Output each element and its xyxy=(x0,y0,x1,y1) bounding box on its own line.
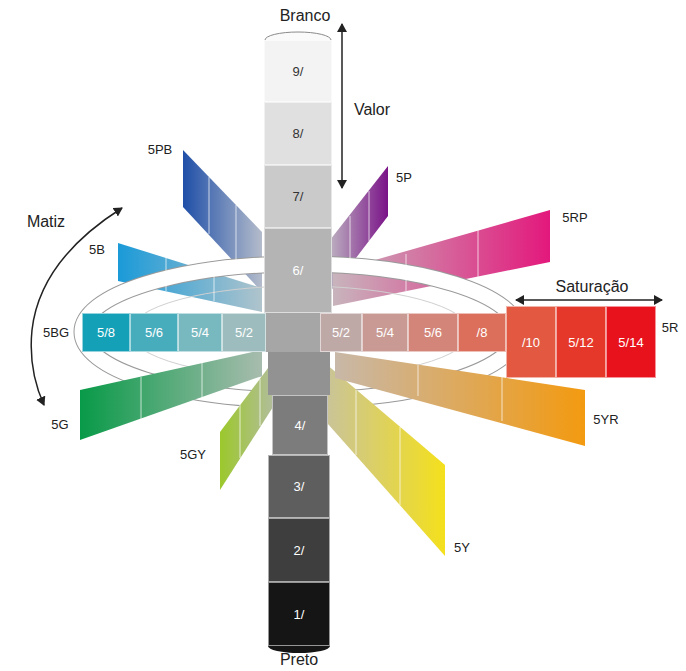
value-segment: 4/ xyxy=(272,395,328,455)
hue-label: 5GY xyxy=(180,448,206,463)
chroma-cell: 5/2 xyxy=(320,313,362,352)
value-segment: 2/ xyxy=(268,518,330,582)
cell-text: /10 xyxy=(522,335,540,350)
cell-text: 4/ xyxy=(295,418,306,433)
value-segment: 1/ xyxy=(268,582,330,646)
value-arrow xyxy=(341,24,343,188)
chroma-cell: 5/2 xyxy=(222,313,266,352)
value-segment: 3/ xyxy=(268,455,330,518)
chroma-cell: /10 xyxy=(506,306,556,378)
cell-text: 3/ xyxy=(294,479,305,494)
chroma-cell: 5/8 xyxy=(82,313,130,352)
hue-label: 5P xyxy=(396,171,412,186)
axis-label: Valor xyxy=(354,101,390,119)
value-segment: 9/ xyxy=(264,40,332,102)
cell-text: 5/4 xyxy=(191,325,209,340)
hue-label: 5YR xyxy=(593,413,618,428)
cell-text: 6/ xyxy=(293,263,304,278)
cell-text: 5/8 xyxy=(97,325,115,340)
neutral-cell xyxy=(266,313,320,352)
chroma-cell: 5/6 xyxy=(408,313,458,352)
hue-arrow xyxy=(31,208,122,405)
hue-label: 5BG xyxy=(43,326,69,341)
top-label: Branco xyxy=(280,7,331,25)
cell-text: 2/ xyxy=(294,543,305,558)
hue-label: 5Y xyxy=(454,541,470,556)
bottom-label: Preto xyxy=(280,651,318,669)
cell-text: 8/ xyxy=(293,126,304,141)
chroma-cell: /8 xyxy=(458,313,506,352)
cell-text: 5/6 xyxy=(145,325,163,340)
chroma-cell: 5/6 xyxy=(130,313,178,352)
axis-label: Saturação xyxy=(553,278,632,296)
cell-text: /8 xyxy=(477,325,488,340)
hue-label: 5R xyxy=(662,321,679,336)
hue-label: 5B xyxy=(89,243,105,258)
cell-text: 5/2 xyxy=(332,325,350,340)
cell-text: 5/6 xyxy=(424,325,442,340)
value-segment: 7/ xyxy=(264,165,332,228)
value-segment: 6/ xyxy=(264,228,332,313)
hue-label: 5RP xyxy=(562,211,587,226)
hue-label: 5PB xyxy=(148,143,173,158)
cell-text: 5/14 xyxy=(618,335,643,350)
cell-text: 1/ xyxy=(294,607,305,622)
value-segment xyxy=(268,352,330,395)
cell-text: 5/4 xyxy=(376,325,394,340)
axis-label: Matiz xyxy=(27,213,65,231)
chroma-cell: 5/4 xyxy=(178,313,222,352)
cell-text: 5/2 xyxy=(235,325,253,340)
chroma-arrow xyxy=(516,299,662,301)
chroma-cell: 5/12 xyxy=(556,306,606,378)
chroma-cell: 5/4 xyxy=(362,313,408,352)
value-segment: 8/ xyxy=(264,102,332,165)
hue-spoke xyxy=(333,210,550,306)
cell-text: 5/12 xyxy=(568,335,593,350)
chroma-cell: 5/14 xyxy=(606,306,656,378)
cell-text: 9/ xyxy=(293,64,304,79)
hue-label: 5G xyxy=(51,418,68,433)
cell-text: 7/ xyxy=(293,189,304,204)
